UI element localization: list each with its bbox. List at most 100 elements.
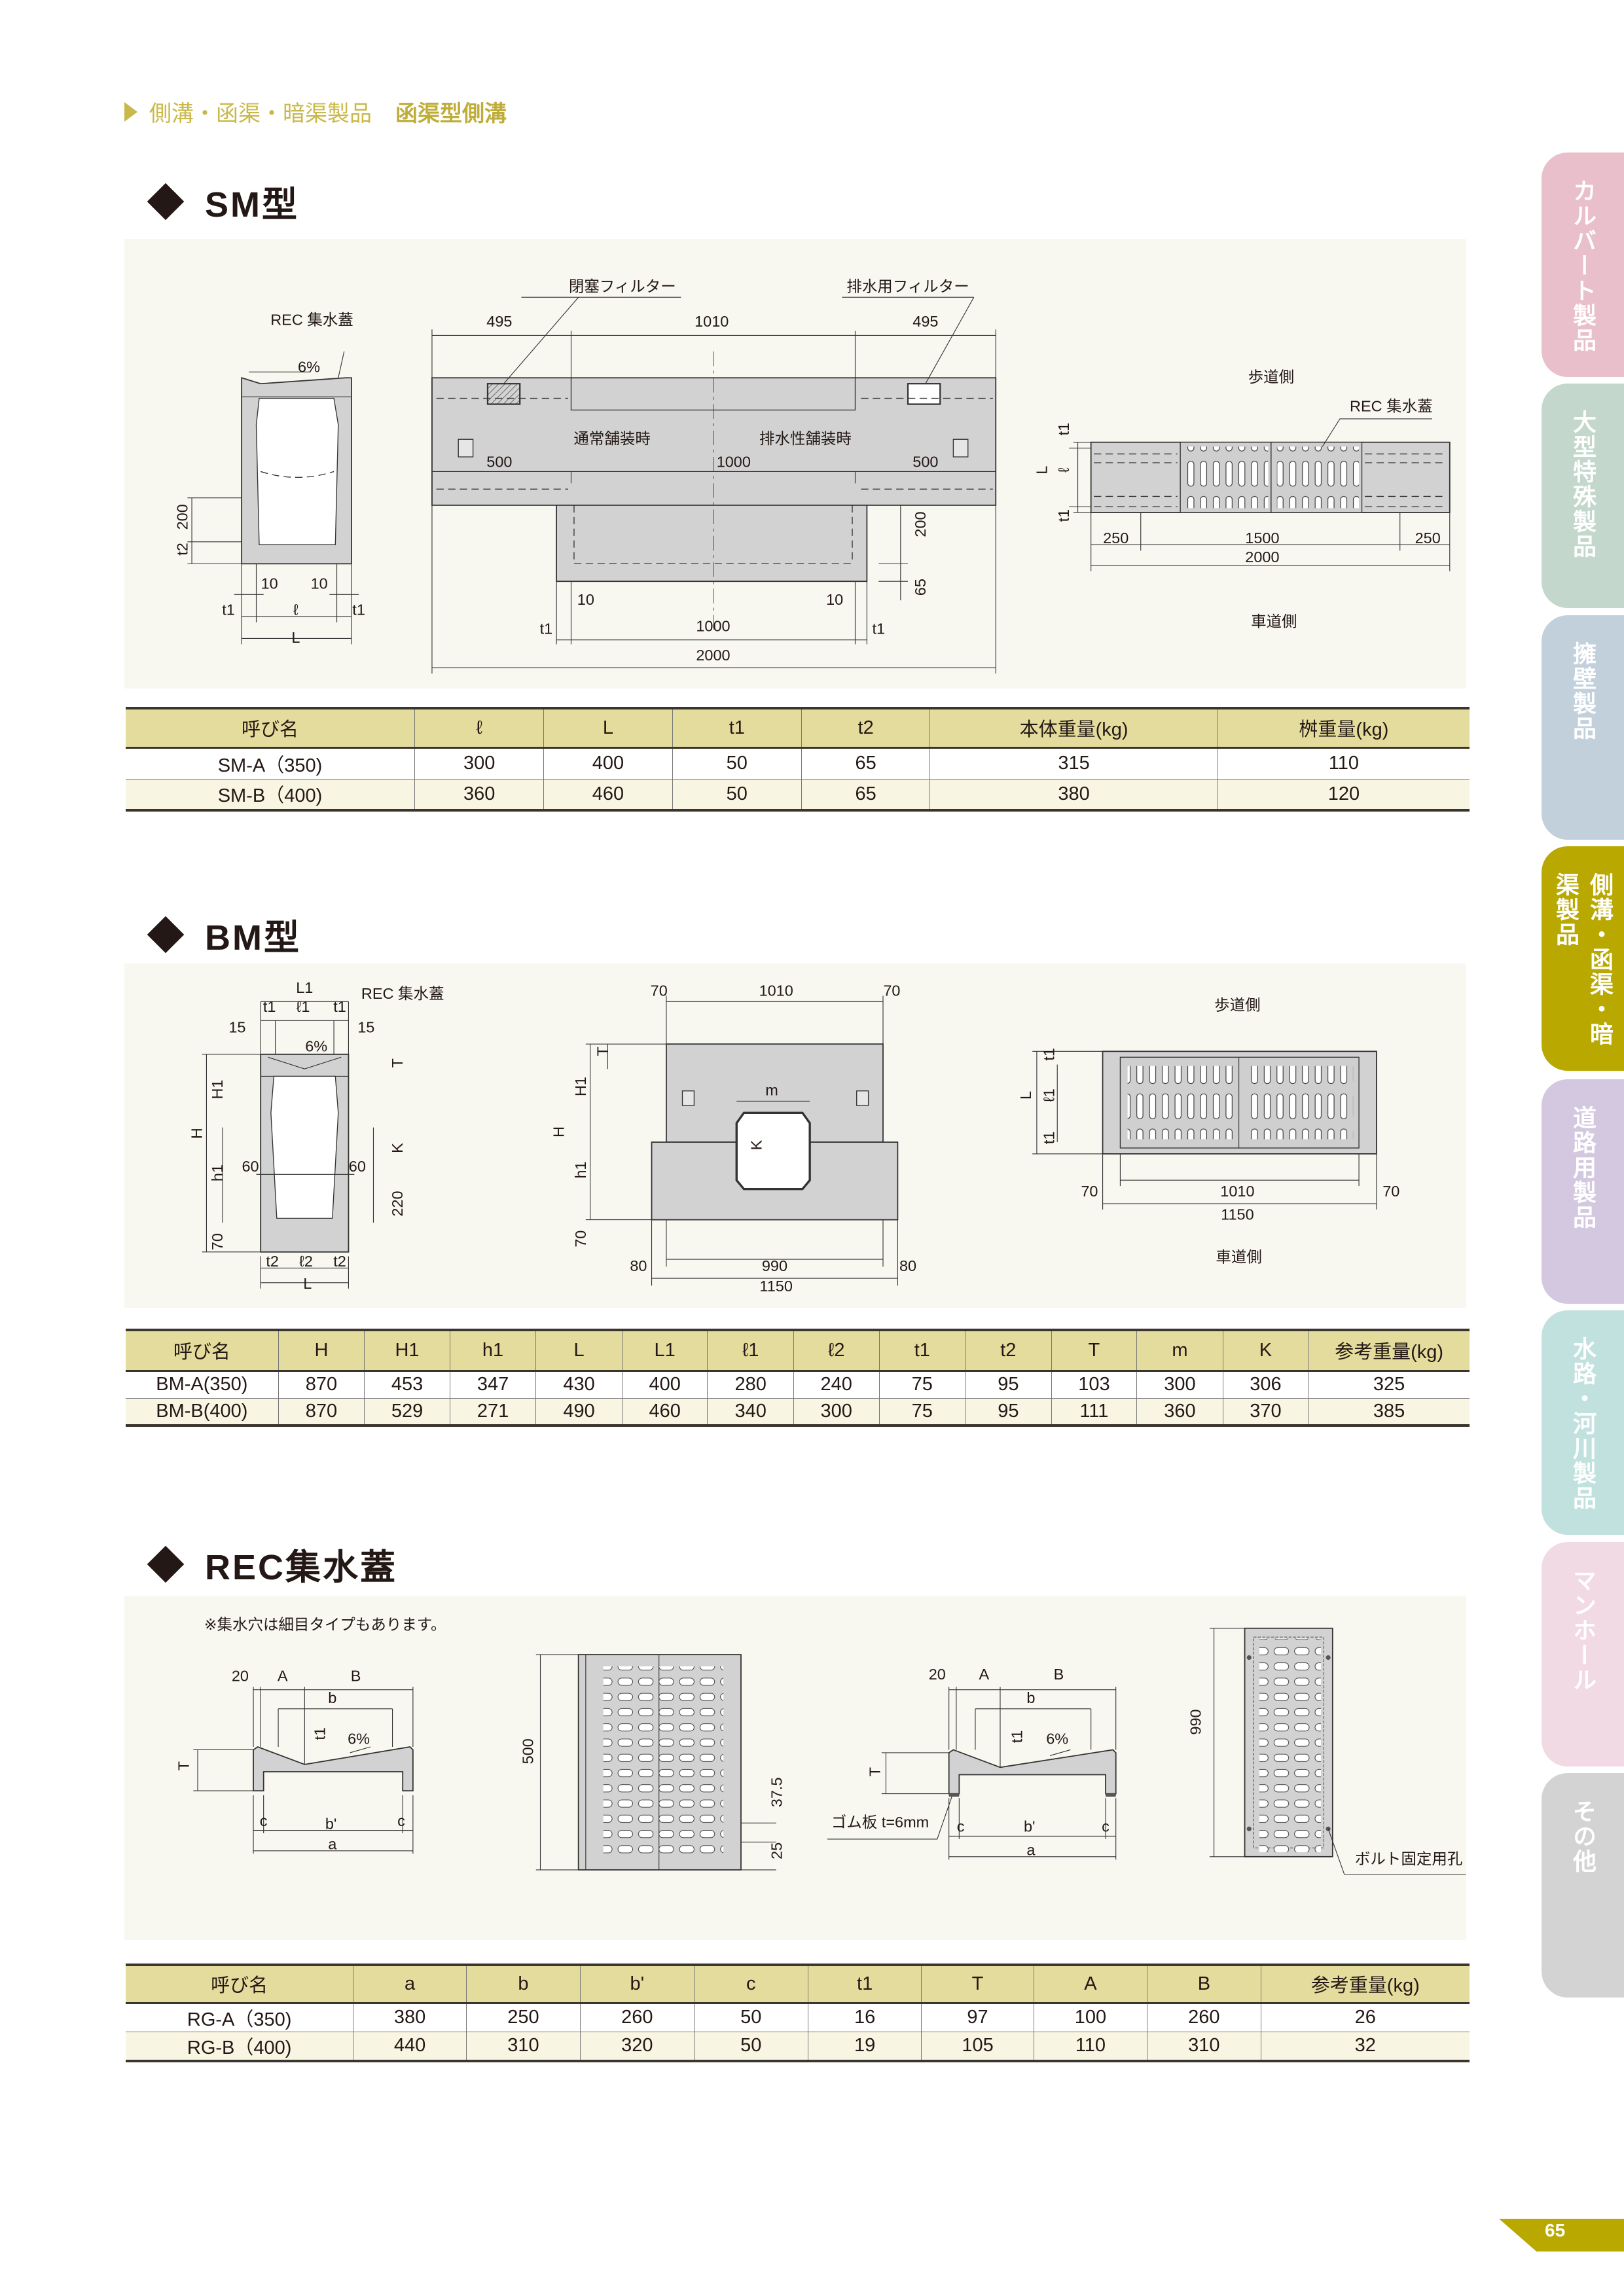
value-cell: 385 bbox=[1308, 1398, 1470, 1426]
bm-diagram-label: H bbox=[189, 1128, 206, 1139]
column-header: t2 bbox=[801, 708, 931, 747]
value-cell: 16 bbox=[807, 2003, 922, 2032]
value-cell: 460 bbox=[621, 1398, 708, 1426]
row-name-cell: BM-B(400) bbox=[126, 1398, 279, 1426]
rec-diagram-label: a bbox=[1026, 1842, 1036, 1859]
bm-diagram-label: 70 bbox=[572, 1230, 589, 1247]
sm-diagram-label: 200 bbox=[912, 511, 929, 537]
value-cell: 453 bbox=[364, 1371, 450, 1398]
column-header: 呼び名 bbox=[126, 1330, 279, 1371]
value-cell: 50 bbox=[693, 2032, 808, 2061]
side-tab-label: 水路・河川製品 bbox=[1570, 1336, 1597, 1511]
value-cell: 400 bbox=[621, 1371, 708, 1398]
rec-diagram-label: b bbox=[1026, 1689, 1035, 1706]
value-cell: 370 bbox=[1222, 1398, 1309, 1426]
sm-diagram-label: t1 bbox=[352, 601, 365, 619]
column-header: H bbox=[278, 1330, 365, 1371]
column-header: K bbox=[1222, 1330, 1309, 1371]
sm-diagram-label: 500 bbox=[486, 454, 512, 471]
bm-diagram-label: T bbox=[389, 1058, 406, 1067]
rec-plan-990 bbox=[1209, 1627, 1466, 1875]
value-cell: 380 bbox=[353, 2003, 467, 2032]
value-cell: 347 bbox=[449, 1371, 537, 1398]
rec-diagram-label: c bbox=[1102, 1818, 1110, 1835]
value-cell: 300 bbox=[793, 1398, 880, 1426]
rec-diagram-label: c bbox=[397, 1812, 405, 1829]
column-header: 参考重量(kg) bbox=[1308, 1330, 1470, 1371]
column-header: L bbox=[543, 708, 673, 747]
value-cell: 75 bbox=[878, 1371, 966, 1398]
side-tab-7[interactable]: その他 bbox=[1542, 1773, 1624, 1998]
row-name-cell: SM-A（350) bbox=[126, 747, 415, 779]
rec-diagram-label: b' bbox=[325, 1815, 337, 1832]
rec-diagram-label: 25 bbox=[768, 1842, 785, 1859]
value-cell: 310 bbox=[1147, 2032, 1261, 2061]
column-header: A bbox=[1033, 1965, 1148, 2003]
value-cell: 300 bbox=[414, 747, 545, 779]
bm-diagram-label: m bbox=[765, 1081, 778, 1098]
sm-diagram-label: 250 bbox=[1415, 529, 1441, 547]
page-number: 65 bbox=[1545, 2220, 1566, 2240]
side-tab-2[interactable]: 擁壁製品 bbox=[1542, 615, 1624, 840]
bm-plan-view bbox=[1032, 1050, 1377, 1210]
sm-diagram-label: ℓ bbox=[1055, 467, 1072, 473]
rec-diagram-label: 990 bbox=[1187, 1709, 1204, 1734]
side-tab-6[interactable]: マンホール bbox=[1542, 1542, 1624, 1767]
column-header: 呼び名 bbox=[126, 1965, 354, 2003]
rec-diagram-label: c bbox=[260, 1812, 268, 1829]
bm-diagram-label: L bbox=[1017, 1091, 1034, 1100]
bm-diagram-label: L bbox=[303, 1275, 312, 1292]
sm-diagram-label: t2 bbox=[173, 543, 190, 556]
bm-diagram-label: t2 bbox=[266, 1253, 279, 1270]
row-name-cell: BM-A(350) bbox=[126, 1371, 279, 1398]
value-cell: 430 bbox=[535, 1371, 623, 1398]
rec-diagram-label: b bbox=[328, 1689, 336, 1706]
side-tab-0[interactable]: カルバート製品 bbox=[1542, 152, 1624, 377]
rec-cross-section-a bbox=[193, 1687, 414, 1854]
value-cell: 360 bbox=[1136, 1398, 1223, 1426]
breadcrumb-category[interactable]: 側溝・函渠・暗渠製品 bbox=[149, 101, 372, 126]
side-tab-5[interactable]: 水路・河川製品 bbox=[1542, 1310, 1624, 1535]
value-cell: 306 bbox=[1222, 1371, 1309, 1398]
bm-diagram-label: 70 bbox=[1081, 1183, 1098, 1200]
rec-diagram-label: c bbox=[957, 1818, 965, 1835]
value-cell: 250 bbox=[465, 2003, 581, 2032]
bm-diagram-label: ℓ1 bbox=[1041, 1088, 1058, 1102]
sm-diagram-label: 10 bbox=[826, 591, 843, 608]
bm-diagram-label: t1 bbox=[263, 998, 276, 1015]
column-header: m bbox=[1136, 1330, 1223, 1371]
bm-diagram-label: 15 bbox=[228, 1018, 245, 1035]
bm-diagram-label: 80 bbox=[630, 1257, 647, 1274]
bm-diagram-label: T bbox=[594, 1047, 611, 1056]
value-cell: 260 bbox=[1147, 2003, 1261, 2032]
bm-diagram-label: 220 bbox=[389, 1191, 406, 1216]
sm-diagram-label: L bbox=[291, 629, 300, 646]
column-header: b' bbox=[580, 1965, 695, 2003]
bm-diagram-label: t2 bbox=[333, 1253, 346, 1270]
sm-diagram-label: 1000 bbox=[696, 617, 730, 634]
column-header: 桝重量(kg) bbox=[1217, 708, 1470, 747]
rec-diagram-label: t1 bbox=[312, 1727, 329, 1740]
side-tab-4[interactable]: 道路用製品 bbox=[1542, 1079, 1624, 1304]
side-tab-3[interactable]: 側溝・函渠・暗渠製品 bbox=[1542, 846, 1624, 1071]
column-header: ℓ2 bbox=[793, 1330, 880, 1371]
value-cell: 460 bbox=[543, 779, 673, 810]
side-tab-1[interactable]: 大型特殊製品 bbox=[1542, 384, 1624, 608]
side-tab-label: 道路用製品 bbox=[1570, 1105, 1597, 1230]
column-header: T bbox=[921, 1965, 1034, 2003]
sm-diagram-label: 車道側 bbox=[1251, 613, 1297, 630]
rec-cross-section-b bbox=[827, 1687, 1117, 1860]
value-cell: 95 bbox=[965, 1398, 1052, 1426]
bm-diagram-label: 70 bbox=[209, 1233, 226, 1250]
rec-diagram-label: b' bbox=[1024, 1818, 1036, 1835]
sm-diagram-label: 通常舗装時 bbox=[573, 430, 650, 447]
row-name-cell: RG-B（400) bbox=[126, 2032, 354, 2061]
section-title: BM型 bbox=[205, 918, 301, 958]
sm-diagram-label: t1 bbox=[1055, 423, 1072, 436]
value-cell: 310 bbox=[465, 2032, 581, 2061]
rec-diagram-label: 6% bbox=[348, 1731, 370, 1748]
column-header: 参考重量(kg) bbox=[1260, 1965, 1470, 2003]
value-cell: 240 bbox=[793, 1371, 880, 1398]
sm-diagram-label: 2000 bbox=[696, 647, 730, 664]
